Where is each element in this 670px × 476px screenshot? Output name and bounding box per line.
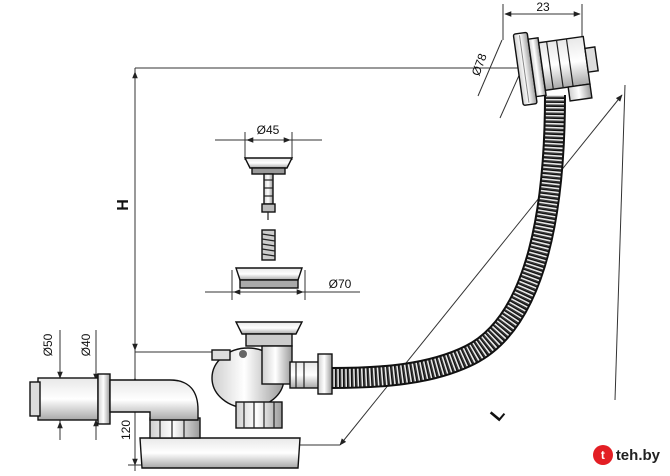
- drain-trap-assembly: [139, 321, 333, 469]
- outlet-pipe: [29, 373, 199, 425]
- watermark-text: teh.by: [615, 446, 660, 464]
- dim-h: H: [115, 199, 132, 211]
- overflow-head: [512, 31, 599, 106]
- spring: [261, 229, 276, 261]
- dimension-lines: [57, 4, 626, 471]
- watermark-logo-icon: t: [592, 445, 613, 465]
- dim-l: L: [486, 404, 508, 425]
- drain-plug: [243, 157, 294, 220]
- site-watermark: t teh.by: [592, 445, 660, 465]
- corrugated-hose: [329, 94, 566, 389]
- drain-flange: [235, 267, 303, 289]
- dim-d78: Ø78: [469, 51, 490, 77]
- dim-d40: Ø40: [79, 333, 93, 356]
- dim-120: 120: [119, 420, 133, 440]
- dim-d45: Ø45: [257, 123, 280, 137]
- dim-23: 23: [536, 0, 550, 14]
- dim-d70: Ø70: [329, 277, 352, 291]
- dim-d50: Ø50: [41, 333, 55, 356]
